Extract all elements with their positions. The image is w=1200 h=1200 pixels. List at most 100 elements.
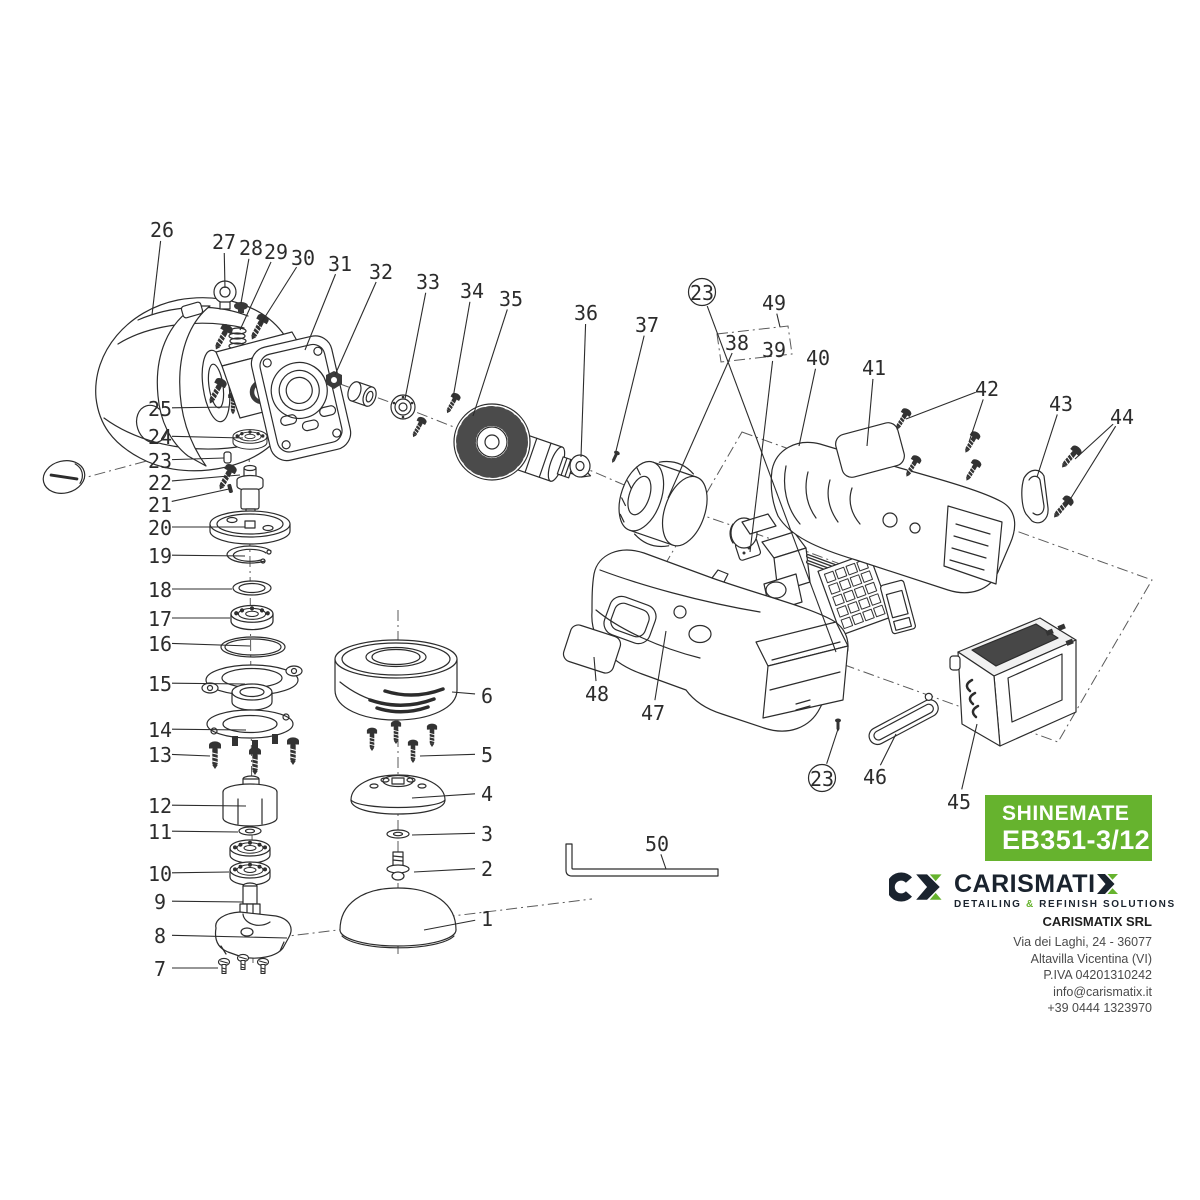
product-badge: SHINEMATE EB351-3/12 bbox=[985, 795, 1152, 861]
product-brand: SHINEMATE bbox=[1002, 802, 1130, 825]
callout-36: 36 bbox=[574, 301, 598, 458]
callout-14: 14 bbox=[148, 718, 247, 742]
callout-7: 7 bbox=[154, 957, 218, 981]
svg-text:50: 50 bbox=[645, 832, 669, 856]
part-28-screw bbox=[234, 302, 248, 313]
company-info-block: CARISMATIX SRL Via dei Laghi, 24 - 36077… bbox=[1013, 914, 1152, 1017]
callout-50: 50 bbox=[645, 832, 669, 870]
callout-17: 17 bbox=[148, 607, 230, 631]
svg-text:40: 40 bbox=[806, 346, 830, 370]
svg-text:38: 38 bbox=[725, 331, 749, 355]
callout-34: 34 bbox=[452, 279, 484, 399]
svg-text:4: 4 bbox=[481, 782, 493, 806]
callout-31: 31 bbox=[304, 252, 352, 351]
part-3-washer bbox=[386, 829, 410, 839]
part-4-backing-plate bbox=[350, 774, 446, 815]
callout-13: 13 bbox=[148, 743, 211, 767]
part-27-knob bbox=[213, 280, 237, 310]
svg-text:3: 3 bbox=[481, 822, 493, 846]
svg-text:47: 47 bbox=[641, 701, 665, 725]
svg-text:13: 13 bbox=[148, 743, 172, 767]
svg-text:26: 26 bbox=[150, 218, 174, 242]
callout-9: 9 bbox=[154, 890, 244, 914]
svg-text:15: 15 bbox=[148, 672, 172, 696]
part-5-screws bbox=[366, 720, 438, 764]
callout-23: 23 bbox=[148, 449, 225, 473]
part-controller-pcb bbox=[817, 552, 893, 636]
part-21-pin bbox=[227, 483, 233, 494]
svg-text:39: 39 bbox=[762, 338, 786, 362]
svg-text:35: 35 bbox=[499, 287, 523, 311]
svg-text:19: 19 bbox=[148, 544, 172, 568]
svg-text:29: 29 bbox=[264, 240, 288, 264]
company-phone-line: +39 0444 1323970 bbox=[1047, 1001, 1152, 1015]
callout-39: 39 bbox=[749, 338, 786, 553]
part-10-bearings bbox=[229, 839, 271, 886]
callout-47: 47 bbox=[641, 630, 667, 725]
part-43-gasket bbox=[1021, 469, 1049, 524]
svg-text:6: 6 bbox=[481, 684, 493, 708]
part-16-o-ring bbox=[220, 636, 286, 658]
svg-text:2: 2 bbox=[481, 857, 493, 881]
svg-text:8: 8 bbox=[154, 924, 166, 948]
callout-5: 5 bbox=[419, 743, 493, 767]
svg-text:28: 28 bbox=[239, 236, 263, 260]
callout-10: 10 bbox=[148, 862, 230, 886]
callout-12: 12 bbox=[148, 794, 247, 818]
svg-text:42: 42 bbox=[975, 377, 999, 401]
part-32-nut bbox=[326, 371, 342, 389]
part-48-grip-pad bbox=[562, 624, 622, 674]
svg-text:23: 23 bbox=[690, 281, 714, 305]
svg-text:31: 31 bbox=[328, 252, 352, 276]
svg-text:23: 23 bbox=[148, 449, 172, 473]
callout-23-circled: 23 bbox=[807, 728, 839, 793]
part-15-bearing-housing bbox=[201, 664, 303, 711]
callout-29: 29 bbox=[239, 240, 288, 331]
part-40-housing-right bbox=[770, 441, 1016, 594]
svg-text:5: 5 bbox=[481, 743, 493, 767]
part-spindle-bushing bbox=[347, 381, 377, 407]
svg-text:25: 25 bbox=[148, 397, 172, 421]
logo-x-glyph bbox=[1096, 874, 1118, 894]
part-19-circlip bbox=[226, 545, 272, 564]
svg-text:24: 24 bbox=[148, 425, 172, 449]
callout-42: 42 bbox=[905, 377, 999, 443]
callout-2: 2 bbox=[413, 857, 493, 881]
callout-4: 4 bbox=[411, 782, 493, 806]
part-34-screws bbox=[408, 390, 463, 440]
callout-38: 38 bbox=[667, 331, 749, 499]
carismatix-logo: CARISMATI DETAILING & REFINISH SOLUTIONS bbox=[886, 872, 1174, 910]
callout-3: 3 bbox=[411, 822, 493, 846]
part-50-hex-key bbox=[565, 843, 719, 877]
callout-16: 16 bbox=[148, 632, 251, 656]
svg-text:44: 44 bbox=[1110, 405, 1134, 429]
part-24-bearing bbox=[232, 429, 268, 450]
part-1-foam-pad bbox=[339, 887, 457, 949]
part-35-armature bbox=[453, 403, 592, 482]
part-8-counterweight bbox=[214, 911, 292, 959]
svg-text:37: 37 bbox=[635, 313, 659, 337]
part-connector bbox=[880, 579, 916, 635]
callout-40: 40 bbox=[798, 346, 830, 447]
callout-44: 44 bbox=[1065, 405, 1134, 507]
part-20-gear-disc bbox=[209, 510, 291, 545]
svg-text:20: 20 bbox=[148, 516, 172, 540]
svg-text:49: 49 bbox=[762, 291, 786, 315]
svg-text:45: 45 bbox=[947, 790, 971, 814]
svg-text:36: 36 bbox=[574, 301, 598, 325]
svg-text:10: 10 bbox=[148, 862, 172, 886]
callout-6: 6 bbox=[451, 684, 493, 708]
part-33-bearing bbox=[390, 394, 416, 420]
part-37-screw bbox=[608, 449, 622, 465]
svg-text:43: 43 bbox=[1049, 392, 1073, 416]
callout-layer: 1234567891011121314151617181920212223242… bbox=[148, 218, 1134, 981]
part-47-housing-left bbox=[591, 549, 849, 732]
svg-text:48: 48 bbox=[585, 682, 609, 706]
callout-49: 49 bbox=[762, 291, 786, 328]
company-vat-line: P.IVA 04201310242 bbox=[1043, 968, 1152, 982]
callout-11: 11 bbox=[148, 820, 239, 844]
svg-text:7: 7 bbox=[154, 957, 166, 981]
part-45-battery-pack bbox=[949, 617, 1077, 747]
part-6-shroud bbox=[334, 639, 458, 721]
